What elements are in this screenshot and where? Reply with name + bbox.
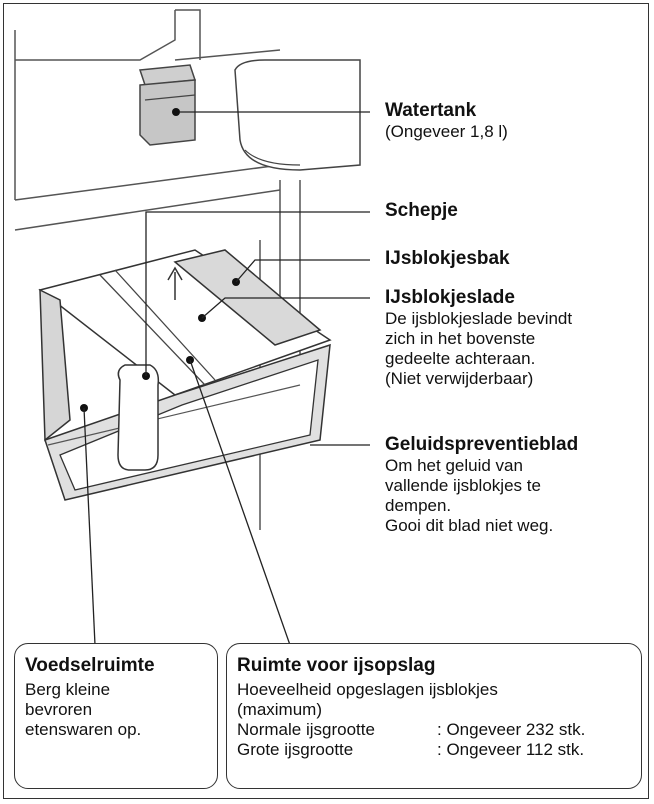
figure-frame [3, 3, 649, 799]
direction-arrow-icon [167, 266, 183, 281]
ijsblokjeslade-title: IJsblokjeslade [385, 287, 515, 308]
opslag-title: Ruimte voor ijsopslag [237, 655, 436, 676]
opslag-row-normaal: Normale ijsgrootte : Ongeveer 232 stk. [237, 720, 631, 740]
watertank-pointer-dot [172, 108, 180, 116]
geluid-title: Geluidspreventieblad [385, 434, 579, 455]
label-ijsblokjesbak: IJsblokjesbak [385, 248, 510, 270]
opslag-row-normaal-key: Normale ijsgrootte [237, 720, 375, 739]
ijsblokjeslade-desc: De ijsblokjeslade bevindt zich in het bo… [385, 309, 573, 388]
label-geluidspreventieblad: Geluidspreventieblad Om het geluid van v… [385, 434, 578, 536]
watertank-title: Watertank [385, 100, 477, 121]
geluid-desc: Om het geluid van vallende ijsblokjes te… [385, 456, 554, 535]
schepje-title: Schepje [385, 200, 458, 221]
opslag-desc: Hoeveelheid opgeslagen ijsblokjes (maxim… [237, 680, 498, 719]
schepje-illustration [117, 364, 160, 471]
voedsel-title: Voedselruimte [25, 655, 155, 676]
opslag-row-groot-value: : Ongeveer 112 stk. [437, 740, 585, 759]
voedsel-desc: Berg kleine bevroren etenswaren op. [25, 680, 142, 739]
watertank-illustration [138, 64, 197, 146]
box-voedselruimte: Voedselruimte Berg kleine bevroren etens… [14, 643, 218, 789]
ijsblokjesbak-title: IJsblokjesbak [385, 248, 510, 269]
opslag-row-groot-key: Grote ijsgrootte [237, 740, 354, 759]
ice-drawer-illustration [38, 249, 332, 501]
label-ijsblokjeslade: IJsblokjeslade De ijsblokjeslade bevindt… [385, 287, 572, 389]
box-ijsopslag: Ruimte voor ijsopslag Hoeveelheid opgesl… [226, 643, 642, 789]
watertank-desc: (Ongeveer 1,8 l) [385, 122, 508, 141]
opslag-row-normaal-value: : Ongeveer 232 stk. [437, 720, 586, 739]
opslag-row-groot: Grote ijsgrootte : Ongeveer 112 stk. [237, 740, 631, 760]
leader-lines [83, 111, 370, 646]
label-schepje: Schepje [385, 200, 458, 222]
label-watertank: Watertank (Ongeveer 1,8 l) [385, 100, 508, 142]
right-compartment [234, 59, 361, 171]
